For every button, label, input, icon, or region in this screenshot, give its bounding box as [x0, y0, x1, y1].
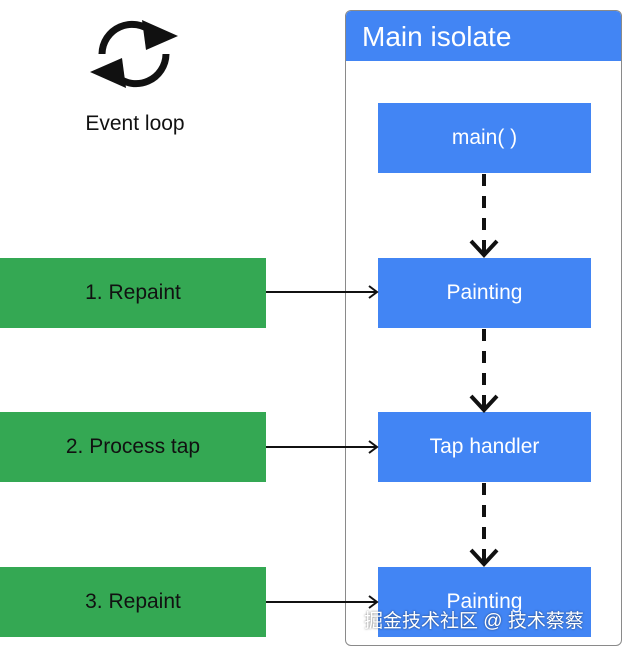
task-repaint-1: 1. Repaint — [0, 258, 266, 328]
watermark: 掘金技术社区 @ 技术蔡蔡 — [364, 611, 584, 632]
event-loop-label: Event loop — [85, 112, 185, 135]
isolate-header: Main isolate — [346, 11, 621, 61]
step-painting-2: Painting — [378, 567, 591, 637]
event-loop-icon — [84, 16, 184, 92]
isolate-title: Main isolate — [362, 21, 512, 52]
step-main: main( ) — [378, 103, 591, 173]
step-painting-1: Painting — [378, 258, 591, 328]
step-tap-handler: Tap handler — [378, 412, 591, 482]
task-repaint-2: 3. Repaint — [0, 567, 266, 637]
task-process-tap: 2. Process tap — [0, 412, 266, 482]
